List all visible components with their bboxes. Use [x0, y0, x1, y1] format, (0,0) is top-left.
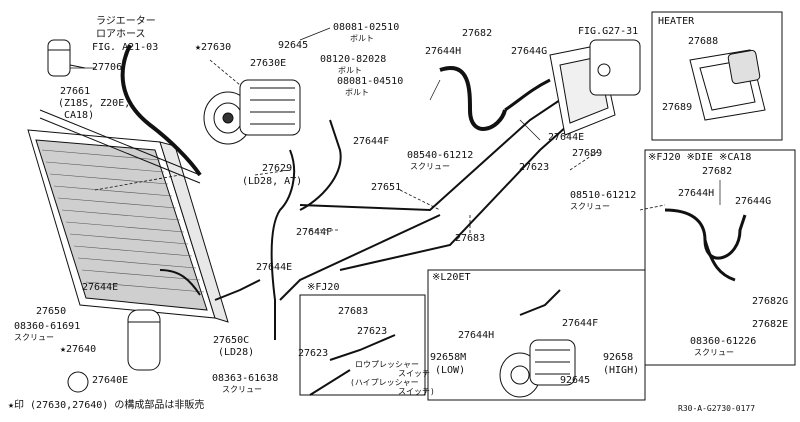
label-radiator-jp: ラジエーター — [96, 16, 156, 27]
label-27644f-2: 27644F — [296, 227, 333, 238]
label-92658: 92658 — [603, 352, 634, 363]
label-27644h-top: 27644H — [425, 46, 462, 57]
label-fj20: ※FJ20 — [307, 282, 340, 293]
label-low-pressure-switch: ロウプレッシャー — [355, 360, 419, 369]
label-27706: 27706 — [92, 62, 123, 73]
footnote: ★印 (27630,27640) の構成部品は非販売 — [8, 400, 205, 411]
label-27644f-b: 27644F — [562, 318, 599, 329]
label-27682g: 27682G — [752, 296, 789, 307]
label-27640: ★27640 — [60, 344, 97, 355]
compressor-main — [203, 79, 301, 145]
label-high: (HIGH) — [603, 365, 640, 376]
label-27623-b1: 27623 — [357, 326, 388, 337]
label-27629: 27629 — [262, 163, 293, 174]
label-z18s: (Z18S, Z20E, — [58, 98, 131, 109]
label-27630: ★27630 — [195, 42, 232, 53]
label-27683: 27683 — [455, 233, 486, 244]
label-08360-61691: 08360-61691 — [14, 321, 81, 332]
label-screw-5: スクリュー — [222, 385, 262, 394]
label-high-pressure-switch: (ハイプレッシャー — [350, 378, 419, 387]
compressor-l20et — [499, 339, 576, 398]
label-92645-top: 92645 — [278, 40, 309, 51]
label-08510-61212: 08510-61212 — [570, 190, 637, 201]
label-27630e: 27630E — [250, 58, 287, 69]
label-27644e-left: 27644E — [82, 282, 119, 293]
label-ca18: CA18) — [64, 110, 95, 121]
label-92658m: 92658M — [430, 352, 467, 363]
drawing-code: R30-A-G2730-0177 — [678, 404, 756, 413]
label-08360-61226: 08360-61226 — [690, 336, 757, 347]
reservoir-cap — [47, 39, 86, 77]
label-switch-1: スイッチ — [398, 369, 430, 378]
label-27650: 27650 — [36, 306, 67, 317]
label-ld28: (LD28) — [218, 347, 255, 358]
label-screw-1: スクリュー — [410, 162, 450, 171]
label-08081-02510: 08081-02510 — [333, 22, 400, 33]
label-l20et: ※L20ET — [432, 272, 471, 283]
label-fig-g27-31: FIG.G27-31 — [578, 26, 639, 37]
label-bolt-2: ボルト — [338, 66, 362, 75]
label-27644g-right: 27644G — [735, 196, 772, 207]
label-27623-b2: 27623 — [298, 348, 329, 359]
label-27661: 27661 — [60, 86, 91, 97]
label-27644g-top: 27644G — [511, 46, 548, 57]
condenser — [27, 109, 229, 323]
label-27644h-b: 27644H — [458, 330, 495, 341]
label-bolt-1: ボルト — [350, 34, 374, 43]
label-27683-b: 27683 — [338, 306, 369, 317]
label-bolt-3: ボルト — [345, 88, 369, 97]
label-low: (LOW) — [435, 365, 466, 376]
label-27688: 27688 — [688, 36, 719, 47]
label-08120-82028: 08120-82028 — [320, 54, 387, 65]
label-screw-4: スクリュー — [694, 348, 734, 357]
label-27640e: 27640E — [92, 375, 129, 386]
label-27650c: 27650C — [213, 335, 250, 346]
label-fj20-die-ca18: ※FJ20 ※DIE ※CA18 — [648, 152, 752, 163]
label-27689-main: 27689 — [572, 148, 603, 159]
label-92645-b: 92645 — [560, 375, 591, 386]
label-08540-61212: 08540-61212 — [407, 150, 474, 161]
label-screw-3: スクリュー — [14, 333, 54, 342]
label-27644e-top: 27644E — [548, 132, 585, 143]
label-screw-2: スクリュー — [570, 202, 610, 211]
label-08363-61638: 08363-61638 — [212, 373, 279, 384]
heater-gasket — [689, 49, 766, 121]
label-27644h-right: 27644H — [678, 188, 715, 199]
label-27682-right: 27682 — [702, 166, 733, 177]
label-27682-top: 27682 — [462, 28, 493, 39]
label-27644e-mid: 27644E — [256, 262, 293, 273]
label-27644f-1: 27644F — [353, 136, 390, 147]
label-08081-04510: 08081-04510 — [337, 76, 404, 87]
label-switch-2: スイッチ) — [398, 387, 435, 396]
label-lower-hose-jp: ロアホース — [96, 29, 146, 40]
label-ld28-at: (LD28, AT) — [242, 176, 303, 187]
label-heater: HEATER — [658, 16, 695, 27]
label-fig-a21-03: FIG. A21-03 — [92, 42, 159, 53]
label-27689-box: 27689 — [662, 102, 693, 113]
evaporator-flange — [549, 39, 641, 136]
label-27682e: 27682E — [752, 319, 789, 330]
label-27623-top: 27623 — [519, 162, 550, 173]
receiver-drier — [67, 309, 161, 393]
label-27651: 27651 — [371, 182, 402, 193]
